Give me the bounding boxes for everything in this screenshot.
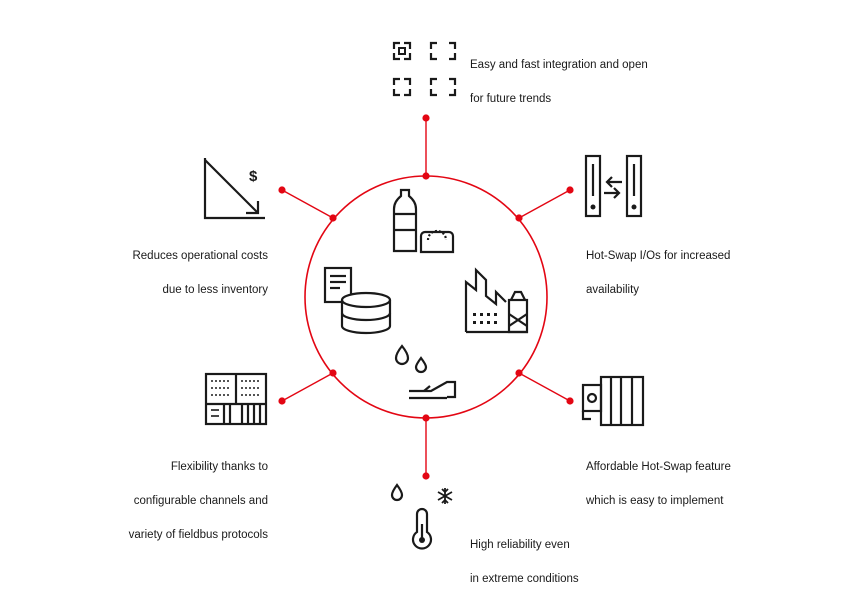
connector-dot-lower-right-inner [515, 369, 523, 377]
feature-label-costs: Reduces operational costs due to less in… [132, 231, 268, 316]
feature-line: Hot-Swap I/Os for increased [586, 250, 731, 262]
connector-dot-upper-right-outer [566, 186, 574, 194]
feature-line: variety of fieldbus protocols [128, 529, 268, 541]
svg-text:$: $ [249, 168, 258, 185]
io-module-icon [204, 372, 268, 426]
feature-line: which is easy to implement [586, 495, 724, 507]
thermometer-snowflake-icon [390, 483, 453, 550]
connector-dot-bottom-outer [422, 472, 430, 480]
connector-upper-right [518, 189, 571, 219]
grid-brackets-icon [392, 41, 457, 97]
feature-label-flexibility: Flexibility thanks to configurable chann… [129, 442, 268, 561]
connector-dot-lower-left-outer [278, 397, 286, 405]
connector-dot-lower-left-inner [329, 369, 337, 377]
feature-label-affordable-hot-swap: Affordable Hot-Swap feature which is eas… [586, 442, 731, 527]
connector-dot-top-inner [422, 172, 430, 180]
connector-dot-lower-right-outer [566, 397, 574, 405]
feature-line: High reliability even [470, 539, 570, 551]
connector-dot-upper-left-outer [278, 186, 286, 194]
feature-line: Flexibility thanks to [170, 461, 268, 473]
feature-line: configurable channels and [133, 495, 268, 507]
factory-icon [464, 267, 529, 334]
water-hand-icon [394, 344, 457, 400]
cost-decrease-icon: $ [203, 158, 265, 220]
bottle-scale-icon [392, 188, 455, 254]
terminal-block-icon [581, 375, 645, 427]
feature-line: due to less inventory [162, 284, 268, 296]
connector-upper-left [281, 189, 334, 219]
connectors [278, 114, 574, 480]
connector-lower-right [518, 372, 571, 402]
feature-line: Reduces operational costs [132, 250, 268, 262]
connector-dot-bottom-inner [422, 414, 430, 422]
feature-line: Affordable Hot-Swap feature [586, 461, 731, 473]
feature-label-integration: Easy and fast integration and open for f… [470, 40, 648, 125]
feature-line: for future trends [470, 93, 552, 105]
connector-lower-left [281, 372, 334, 402]
feature-label-hot-swap-io: Hot-Swap I/Os for increased availability [586, 231, 730, 316]
database-document-icon [323, 266, 392, 335]
connector-dot-upper-right-inner [515, 214, 523, 222]
connector-dot-top-outer [422, 114, 430, 122]
hot-swap-modules-icon [584, 154, 643, 218]
feature-label-reliability: High reliability even in extreme conditi… [470, 520, 579, 605]
feature-line: availability [586, 284, 640, 296]
feature-diagram: $ [203, 41, 645, 550]
center-circle [304, 175, 548, 419]
feature-line: Easy and fast integration and open [470, 59, 648, 71]
connector-dot-upper-left-inner [329, 214, 337, 222]
